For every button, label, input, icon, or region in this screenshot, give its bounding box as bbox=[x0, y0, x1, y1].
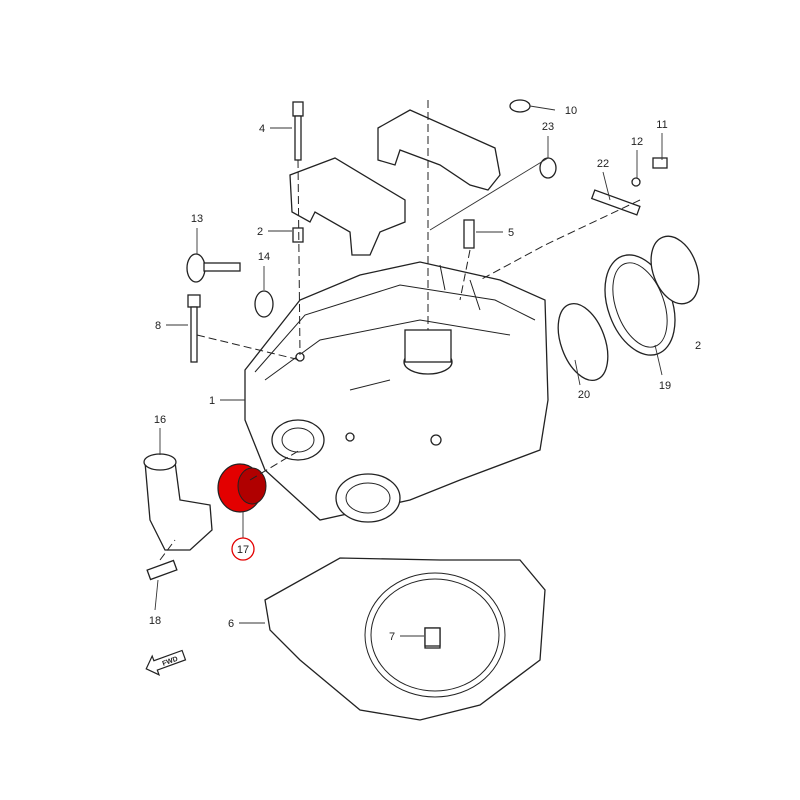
water-outlet-fitting bbox=[143, 453, 213, 551]
highlight-circle bbox=[231, 537, 255, 561]
intake-pipe bbox=[557, 235, 700, 381]
callout-8: 8 bbox=[155, 320, 161, 332]
callout-19: 19 bbox=[659, 380, 671, 392]
callout-17: 17 bbox=[237, 544, 249, 556]
head-gasket bbox=[264, 557, 546, 721]
callout-20: 20 bbox=[578, 389, 590, 401]
callout-11: 11 bbox=[656, 119, 667, 131]
camshaft-cap-right bbox=[377, 109, 501, 191]
callout-7: 7 bbox=[389, 631, 395, 643]
callout-18: 18 bbox=[149, 615, 161, 627]
bolts bbox=[146, 99, 668, 647]
callout-4: 4 bbox=[259, 123, 265, 135]
callout-12: 12 bbox=[631, 136, 643, 148]
callout-6: 6 bbox=[228, 618, 234, 630]
callout-16: 16 bbox=[154, 414, 166, 426]
camshaft-cap-left bbox=[289, 157, 406, 256]
callout-1: 1 bbox=[209, 395, 215, 407]
callout-23: 23 bbox=[542, 121, 554, 133]
callout-2-partial: 2 bbox=[695, 340, 701, 352]
cylinder-head bbox=[244, 261, 549, 523]
callout-14: 14 bbox=[258, 251, 270, 263]
callout-22: 22 bbox=[597, 158, 609, 170]
callout-10: 10 bbox=[565, 105, 577, 117]
callout-5: 5 bbox=[508, 227, 514, 239]
callout-labels: 1 2 4 5 6 7 8 10 11 12 13 14 16 17 18 19… bbox=[149, 105, 701, 643]
fwd-arrow-icon: FWD bbox=[145, 649, 187, 676]
callout-13: 13 bbox=[191, 213, 203, 225]
callout-2: 2 bbox=[257, 226, 263, 238]
highlighted-part-17 bbox=[217, 463, 267, 513]
